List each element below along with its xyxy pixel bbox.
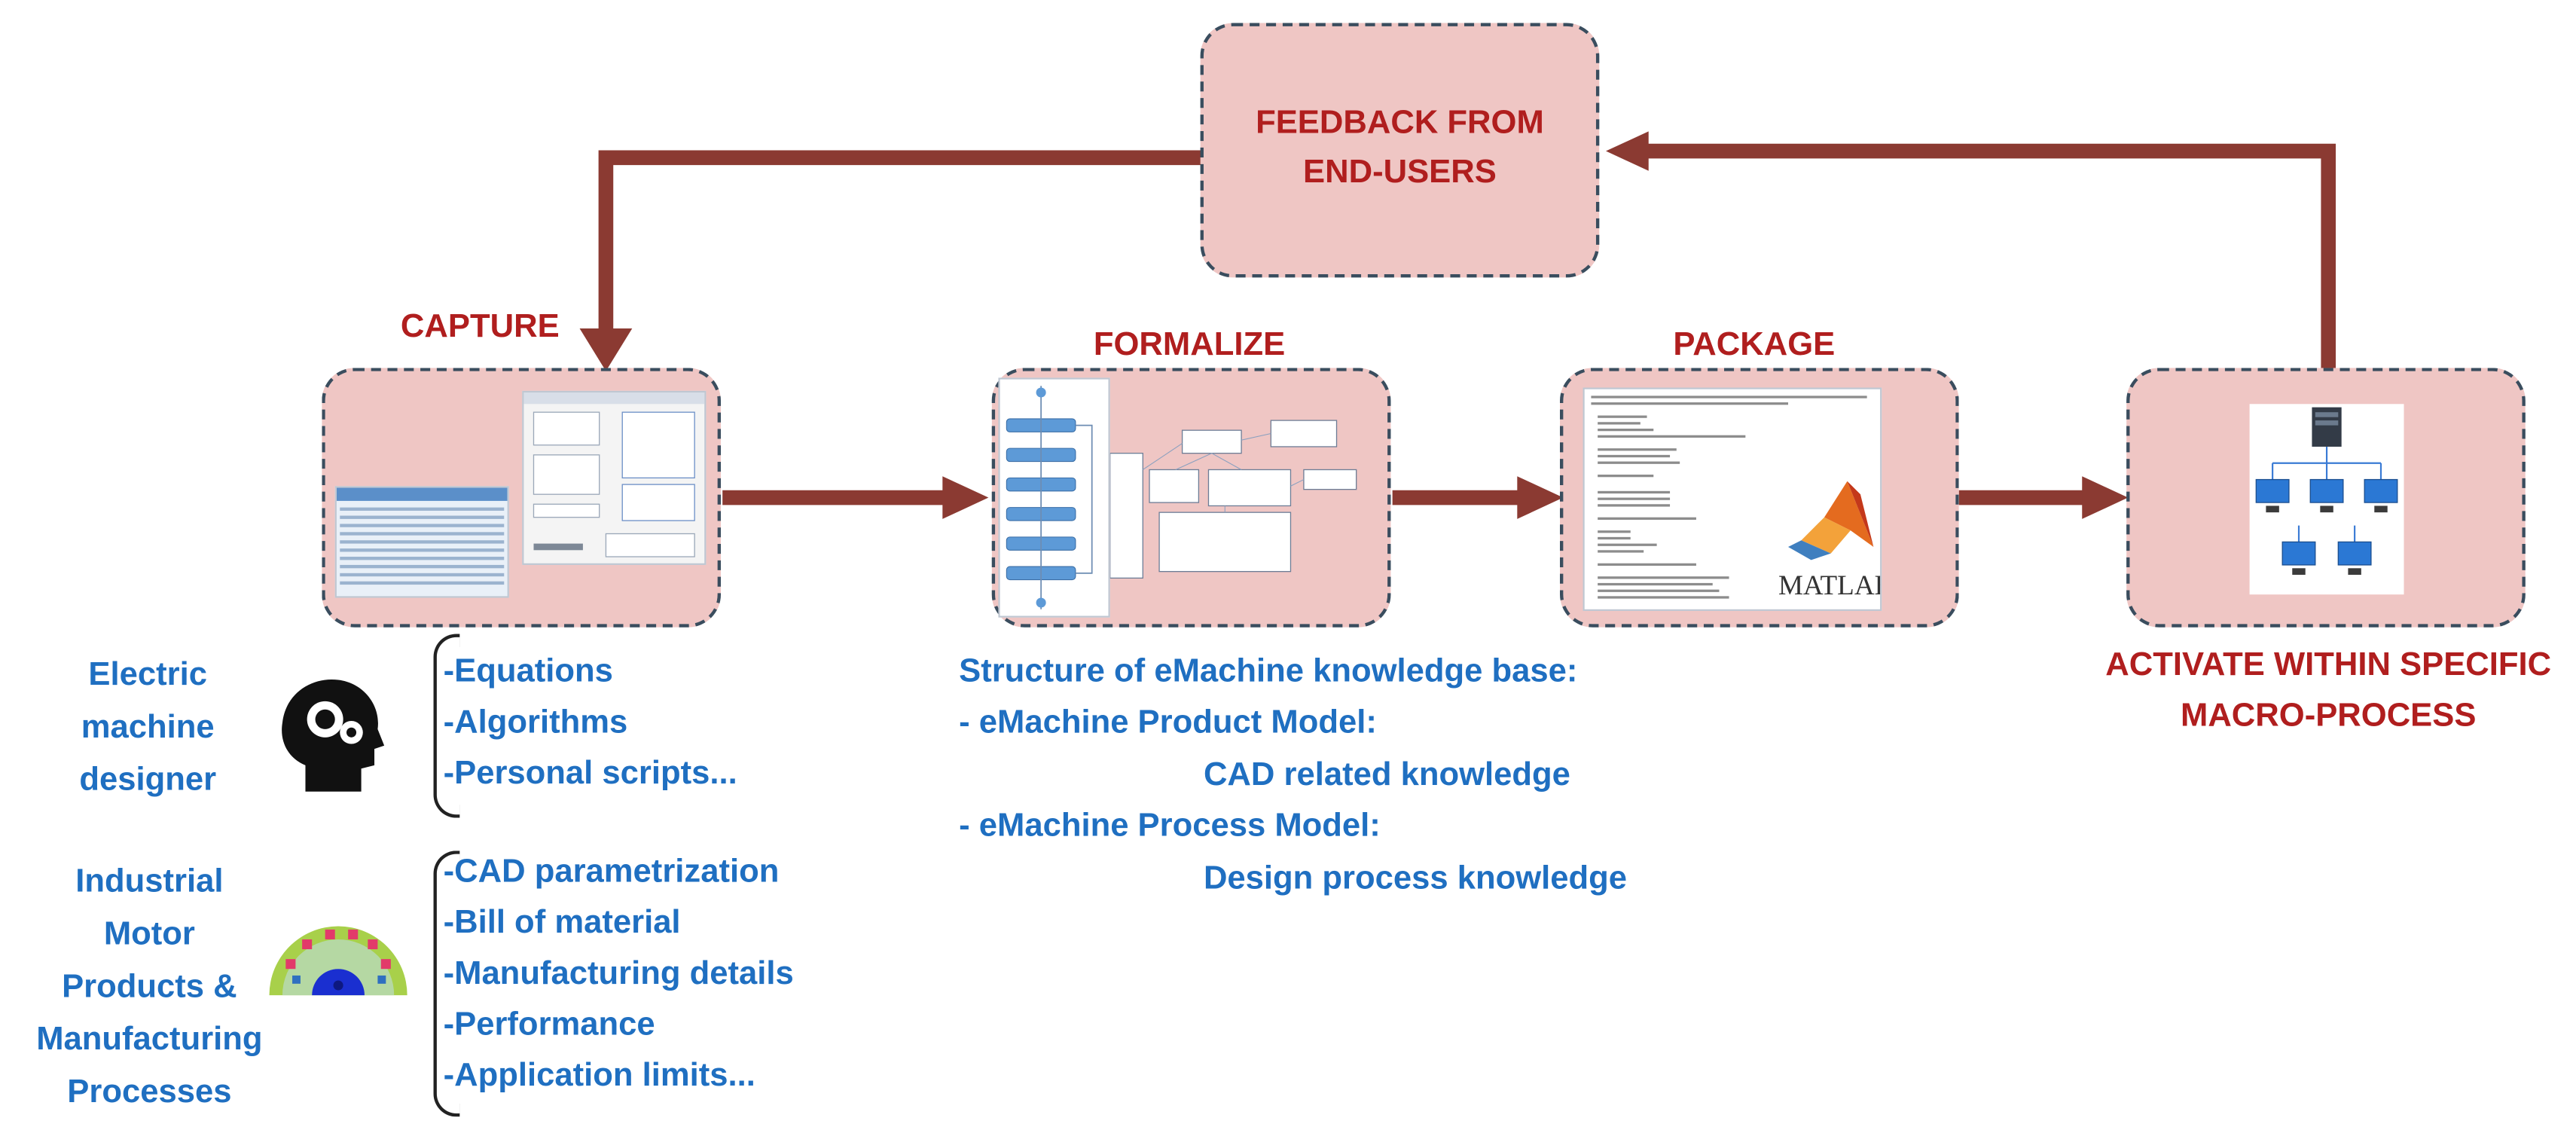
package-title: PACKAGE: [1673, 326, 1836, 363]
activate-box: [2126, 368, 2526, 628]
industrial-item-4: -Performance: [443, 1006, 655, 1043]
industrial-item-1: -CAD parametrization: [443, 854, 780, 890]
industrial-item-2: -Bill of material: [443, 905, 681, 942]
matlab-code-screenshot: MATLAB: [1583, 387, 1882, 611]
matlab-logo-icon: [1788, 481, 1874, 560]
arrowhead-feedback: [1606, 131, 1649, 171]
designer-label-line3: designer: [79, 762, 217, 799]
designer-item-2: -Algorithms: [443, 704, 628, 741]
package-box: MATLAB: [1560, 368, 1959, 628]
structure-heading: Structure of eMachine knowledge base:: [959, 653, 1578, 690]
feedback-box: [1200, 23, 1600, 278]
motor-cross-section-icon: [269, 926, 407, 996]
spreadsheet-screenshot: [334, 486, 509, 598]
industrial-label-line3: Products &: [62, 969, 237, 1006]
capture-title: CAPTURE: [400, 308, 560, 345]
network-icon: [2249, 404, 2404, 595]
capture-box: [322, 368, 722, 628]
structure-process-model: - eMachine Process Model:: [959, 808, 1381, 844]
structure-product-model: - eMachine Product Model:: [959, 704, 1377, 741]
process-model-screenshot: [998, 377, 1110, 618]
industrial-item-3: -Manufacturing details: [443, 955, 794, 992]
spreadsheet-rows: [340, 507, 505, 585]
arrowhead-package: [1517, 476, 1564, 519]
industrial-item-5: -Application limits...: [443, 1057, 755, 1094]
designer-label-line2: machine: [81, 709, 215, 746]
activate-title-line2: MACRO-PROCESS: [2181, 698, 2477, 734]
arrow-activate-to-feedback: [1642, 143, 2336, 375]
activate-title-line1: ACTIVATE WITHIN SPECIFIC: [2105, 646, 2552, 683]
feedback-title-line2: END-USERS: [1303, 154, 1497, 191]
industrial-label-line5: Processes: [67, 1074, 232, 1110]
designer-item-1: -Equations: [443, 653, 613, 690]
formalize-title: FORMALIZE: [1093, 326, 1286, 363]
product-model-screenshot: [1109, 404, 1373, 585]
designer-label-line1: Electric: [88, 657, 207, 693]
industrial-label-line1: Industrial: [75, 863, 224, 900]
arrow-feedback-to-capture: [598, 150, 1202, 342]
form-screenshot: [522, 390, 707, 565]
industrial-label-line2: Motor: [103, 916, 195, 953]
formalize-box: [991, 368, 1391, 628]
structure-process-detail: Design process knowledge: [1203, 860, 1628, 897]
arrowhead-activate: [2082, 476, 2129, 519]
structure-product-detail: CAD related knowledge: [1203, 756, 1570, 793]
designer-item-3: -Personal scripts...: [443, 755, 737, 792]
industrial-label-line4: Manufacturing: [36, 1021, 263, 1058]
arrowhead-capture: [579, 328, 633, 371]
matlab-logo-text: MATLAB: [1778, 570, 1882, 601]
feedback-title-line1: FEEDBACK FROM: [1256, 105, 1544, 142]
arrowhead-formalize: [942, 476, 989, 519]
head-gears-icon: [282, 679, 385, 792]
